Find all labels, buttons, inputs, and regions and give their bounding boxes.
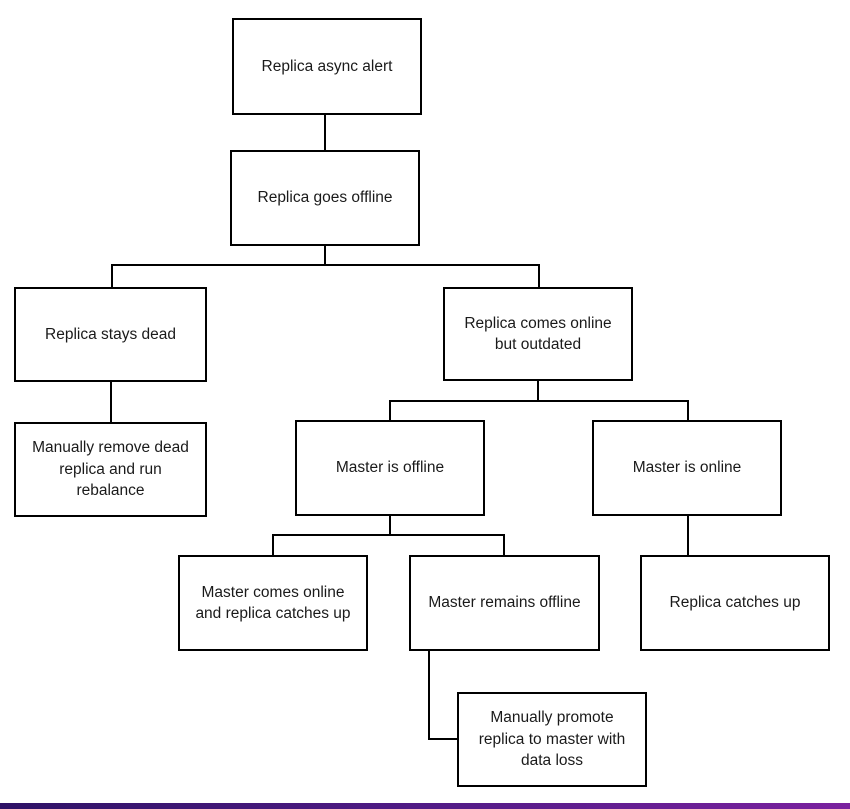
node-label: Manually remove dead replica and run reb… (32, 439, 189, 500)
connector-remains-offline-elbow-horizontal (428, 738, 458, 740)
node-label: Replica goes offline (257, 189, 393, 207)
node-replica-goes-offline: Replica goes offline (230, 150, 420, 246)
node-master-is-offline: Master is offline (295, 420, 485, 516)
connector-comes-online-stem (537, 379, 539, 402)
connector-stays-dead-to-remove (110, 381, 112, 423)
node-label: Master comes online and replica catches … (195, 583, 351, 622)
connector-drop-master-offline (389, 400, 391, 421)
node-manually-remove-dead-replica: Manually remove dead replica and run reb… (14, 422, 207, 517)
connector-drop-remains-offline (503, 534, 505, 556)
connector-offline-branch-bar (111, 264, 540, 266)
node-master-comes-online-catchup: Master comes online and replica catches … (178, 555, 368, 651)
node-label: Replica comes online but outdated (464, 314, 612, 353)
node-label: Master is offline (335, 459, 445, 477)
connector-drop-stays-dead (111, 264, 113, 288)
node-label: Master remains offline (428, 594, 581, 612)
node-label: Replica async alert (261, 57, 393, 75)
node-master-remains-offline: Master remains offline (409, 555, 600, 651)
node-replica-stays-dead: Replica stays dead (14, 287, 207, 382)
node-replica-comes-online-outdated: Replica comes online but outdated (443, 287, 633, 381)
node-master-is-online: Master is online (592, 420, 782, 516)
connector-master-offline-stem (389, 514, 391, 536)
node-label: Manually promote replica to master with … (478, 709, 626, 770)
node-label: Replica catches up (669, 594, 801, 612)
connector-drop-master-online (687, 400, 689, 421)
node-replica-catches-up: Replica catches up (640, 555, 830, 651)
connector-offline-stem (324, 245, 326, 266)
connector-drop-comes-online-catchup (272, 534, 274, 556)
node-label: Replica stays dead (45, 325, 176, 343)
bottom-accent-bar (0, 803, 850, 809)
node-label: Master is online (632, 459, 742, 477)
connector-alert-to-offline (324, 115, 326, 151)
node-manually-promote-replica: Manually promote replica to master with … (457, 692, 647, 787)
connector-online-to-catchup (687, 514, 689, 556)
connector-drop-comes-online (538, 264, 540, 288)
connector-master-branch-bar (389, 400, 689, 402)
connector-offline-outcome-bar (272, 534, 505, 536)
node-replica-async-alert: Replica async alert (232, 18, 422, 115)
connector-remains-offline-elbow-vertical (428, 650, 430, 740)
